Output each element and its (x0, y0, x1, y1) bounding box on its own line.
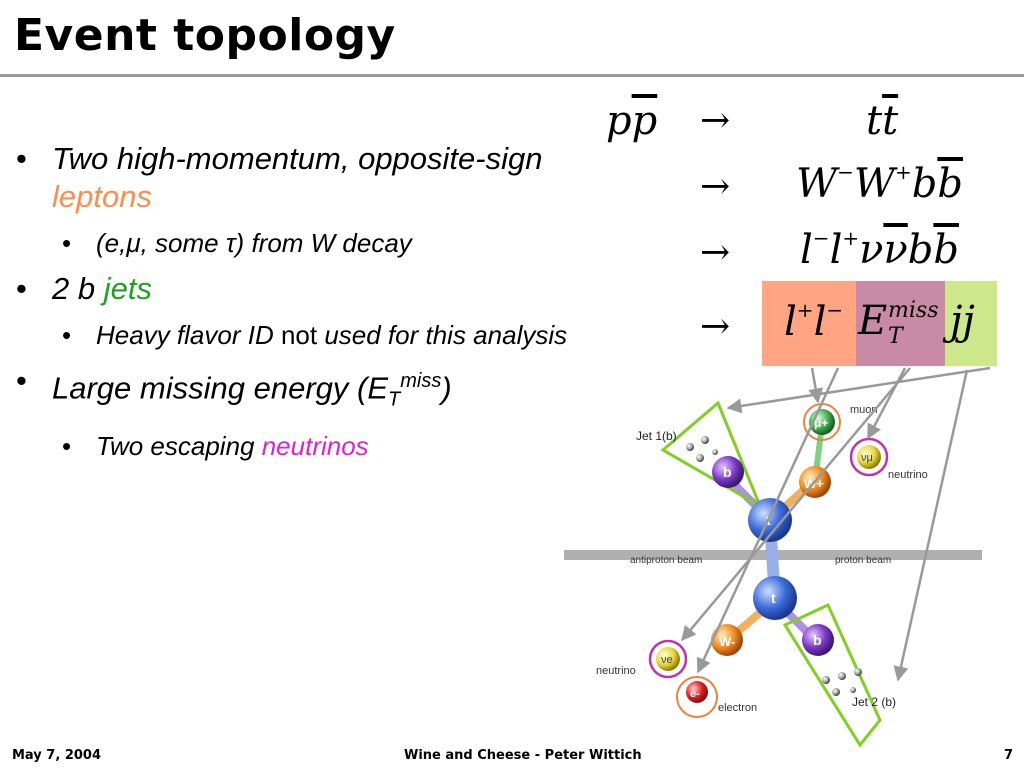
neutrinos-highlight: neutrinos (261, 430, 369, 461)
sub-bullet-text: Heavy flavor ID (96, 320, 281, 350)
arrow-to-jet2 (893, 369, 969, 682)
jet1-label: Jet 1(b) (636, 429, 677, 443)
bullet-text: ) (441, 370, 452, 406)
equation-final-jets: jj (950, 298, 975, 344)
not-word: not (280, 320, 318, 350)
jet-particle (696, 454, 704, 462)
bullet-dot-icon: • (62, 320, 72, 350)
equation-ppbar: pp (606, 98, 658, 144)
footer-date: May 7, 2004 (12, 748, 102, 763)
electron-label: electron (718, 702, 757, 714)
b-quark-1 (712, 456, 744, 488)
bullet-list: • Two high-momentum, opposite-sign lepto… (16, 140, 576, 473)
equation-final-leptons: l+l− (784, 298, 844, 345)
neutrino-label-1: neutrino (888, 469, 928, 481)
jet-particle (712, 449, 718, 455)
bullet-dot-icon: • (62, 228, 72, 258)
neutrino-label-2: neutrino (596, 665, 636, 677)
b-quark-2-label: b (813, 632, 822, 648)
bullet-text: 2 b (52, 271, 104, 306)
w-minus-boson (711, 624, 743, 656)
bullet-leptons: • Two high-momentum, opposite-sign lepto… (16, 140, 576, 216)
sub-bullet-text: used for this analysis (317, 320, 568, 350)
superscript-miss: miss (400, 370, 442, 392)
neutrino-ring-2 (648, 639, 688, 679)
proton-beam-label: proton beam (835, 555, 891, 566)
arrow-to-electron (696, 367, 840, 674)
sub-bullet-neutrinos: • Two escaping neutrinos (16, 429, 576, 463)
sub-bullet-text: (e,μ, some τ) from W decay (96, 228, 412, 258)
equation-ttbar: tt (866, 98, 899, 144)
nu-e-symbol: νe (661, 654, 673, 666)
arrow-to-jet1 (726, 366, 991, 414)
bullet-dot-icon: • (16, 271, 27, 306)
arrow-icon: → (700, 100, 731, 141)
bullet-dot-icon: • (62, 430, 72, 461)
lepton-box (762, 281, 858, 366)
arrow-to-neutrino-2 (681, 367, 911, 642)
electron-ball (686, 681, 708, 703)
jets-highlight: jets (103, 271, 152, 306)
footer-title: Wine and Cheese - Peter Wittich (404, 748, 642, 763)
bullet-text: Two high-momentum, opposite-sign (52, 141, 543, 176)
jet-particle (850, 687, 856, 693)
arrow-icon: → (700, 232, 731, 273)
top-quark (748, 498, 792, 542)
nu-mu-symbol: νμ (861, 452, 873, 464)
jet2-label: Jet 2 (b) (852, 695, 896, 709)
arrow-to-neutrino-1 (866, 367, 907, 440)
bullet-dot-icon: • (16, 363, 27, 398)
arrow-to-muon (808, 367, 824, 404)
antiproton-beam-label: antiproton beam (630, 555, 702, 566)
footer-page-number: 7 (1004, 748, 1014, 763)
arrow-icon: → (700, 306, 731, 347)
jet-particle (854, 668, 862, 676)
bullet-jets: • 2 b jets (16, 270, 576, 308)
subscript-t: T (388, 388, 401, 411)
b-quark-2 (802, 624, 834, 656)
jet-particle (838, 672, 846, 680)
w-minus-label: W- (719, 634, 735, 649)
jet1-cone (660, 400, 764, 510)
bullet-text: Large missing energy (E (52, 370, 388, 406)
met-box (856, 281, 946, 366)
sub-bullet-w-decay: • (e,μ, some τ) from W decay (16, 226, 576, 260)
b-quark-1-label: b (723, 464, 732, 480)
jet-particle (701, 436, 709, 444)
jets-box (945, 281, 997, 366)
neutrino-ball-2 (656, 647, 680, 671)
sub-bullet-text: Two escaping (96, 430, 262, 461)
arrow-icon: → (700, 166, 731, 207)
anti-top-quark-label: t (771, 590, 776, 606)
jet-particle (822, 676, 830, 684)
leptons-highlight: leptons (52, 179, 152, 214)
equation-llnunubb: l−l+ννbb (800, 226, 959, 273)
slide-title: Event topology (14, 10, 396, 61)
bullet-missing-energy: • Large missing energy (ETmiss) (16, 362, 576, 419)
muon-symbol: μ+ (814, 416, 828, 430)
jet2-cone (782, 603, 882, 748)
equation-wwbb: W−W+bb (796, 160, 963, 207)
neutrino-ball-1 (857, 445, 881, 469)
electron-symbol: e- (690, 688, 700, 700)
anti-top-quark (753, 576, 797, 620)
sub-bullet-heavy-flavor: • Heavy flavor ID not used for this anal… (16, 318, 576, 352)
jet-particle (832, 688, 840, 696)
jet-particle (686, 443, 694, 451)
electron-ring (676, 676, 718, 718)
bullet-dot-icon: • (16, 141, 27, 176)
title-divider (0, 74, 1024, 77)
